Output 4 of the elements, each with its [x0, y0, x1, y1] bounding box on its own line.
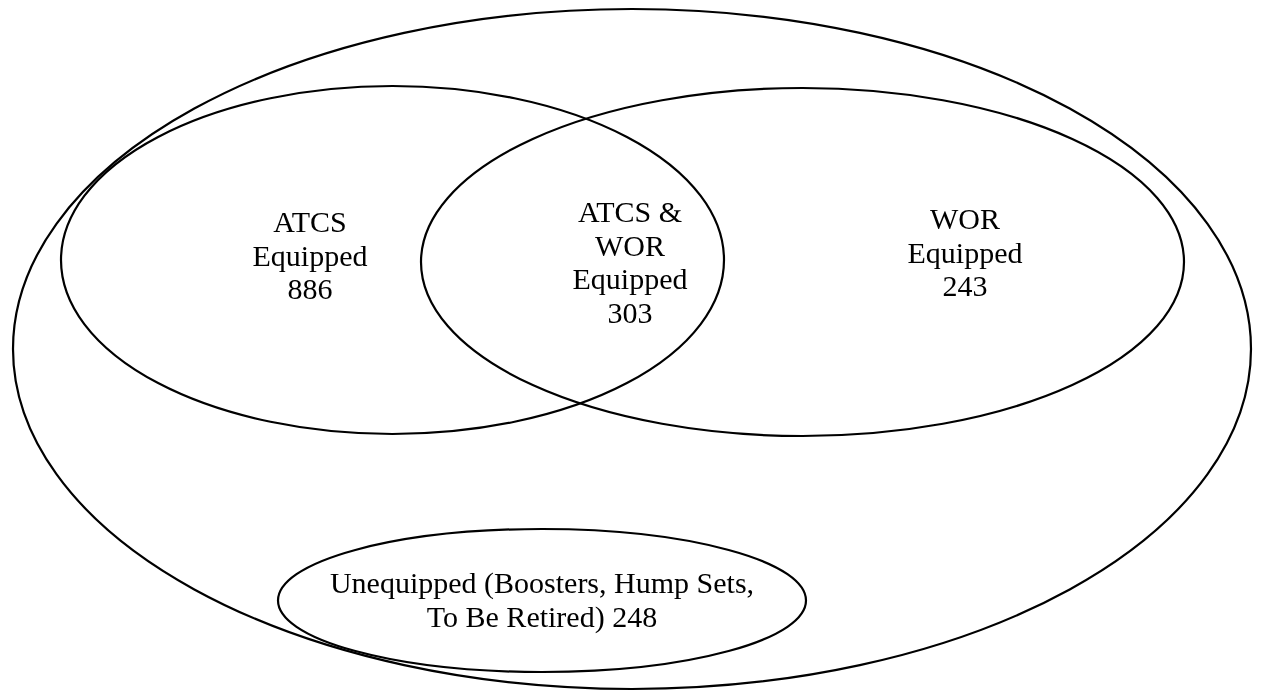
set-label: WOR Equipped 243 [906, 201, 1024, 303]
set-label: Unequipped (Boosters, Hump Sets, To Be Retired) 248 [328, 566, 756, 634]
intersection-label: ATCS & WOR Equipped 303 [571, 194, 689, 330]
set-label: ATCS Equipped 886 [251, 204, 369, 306]
